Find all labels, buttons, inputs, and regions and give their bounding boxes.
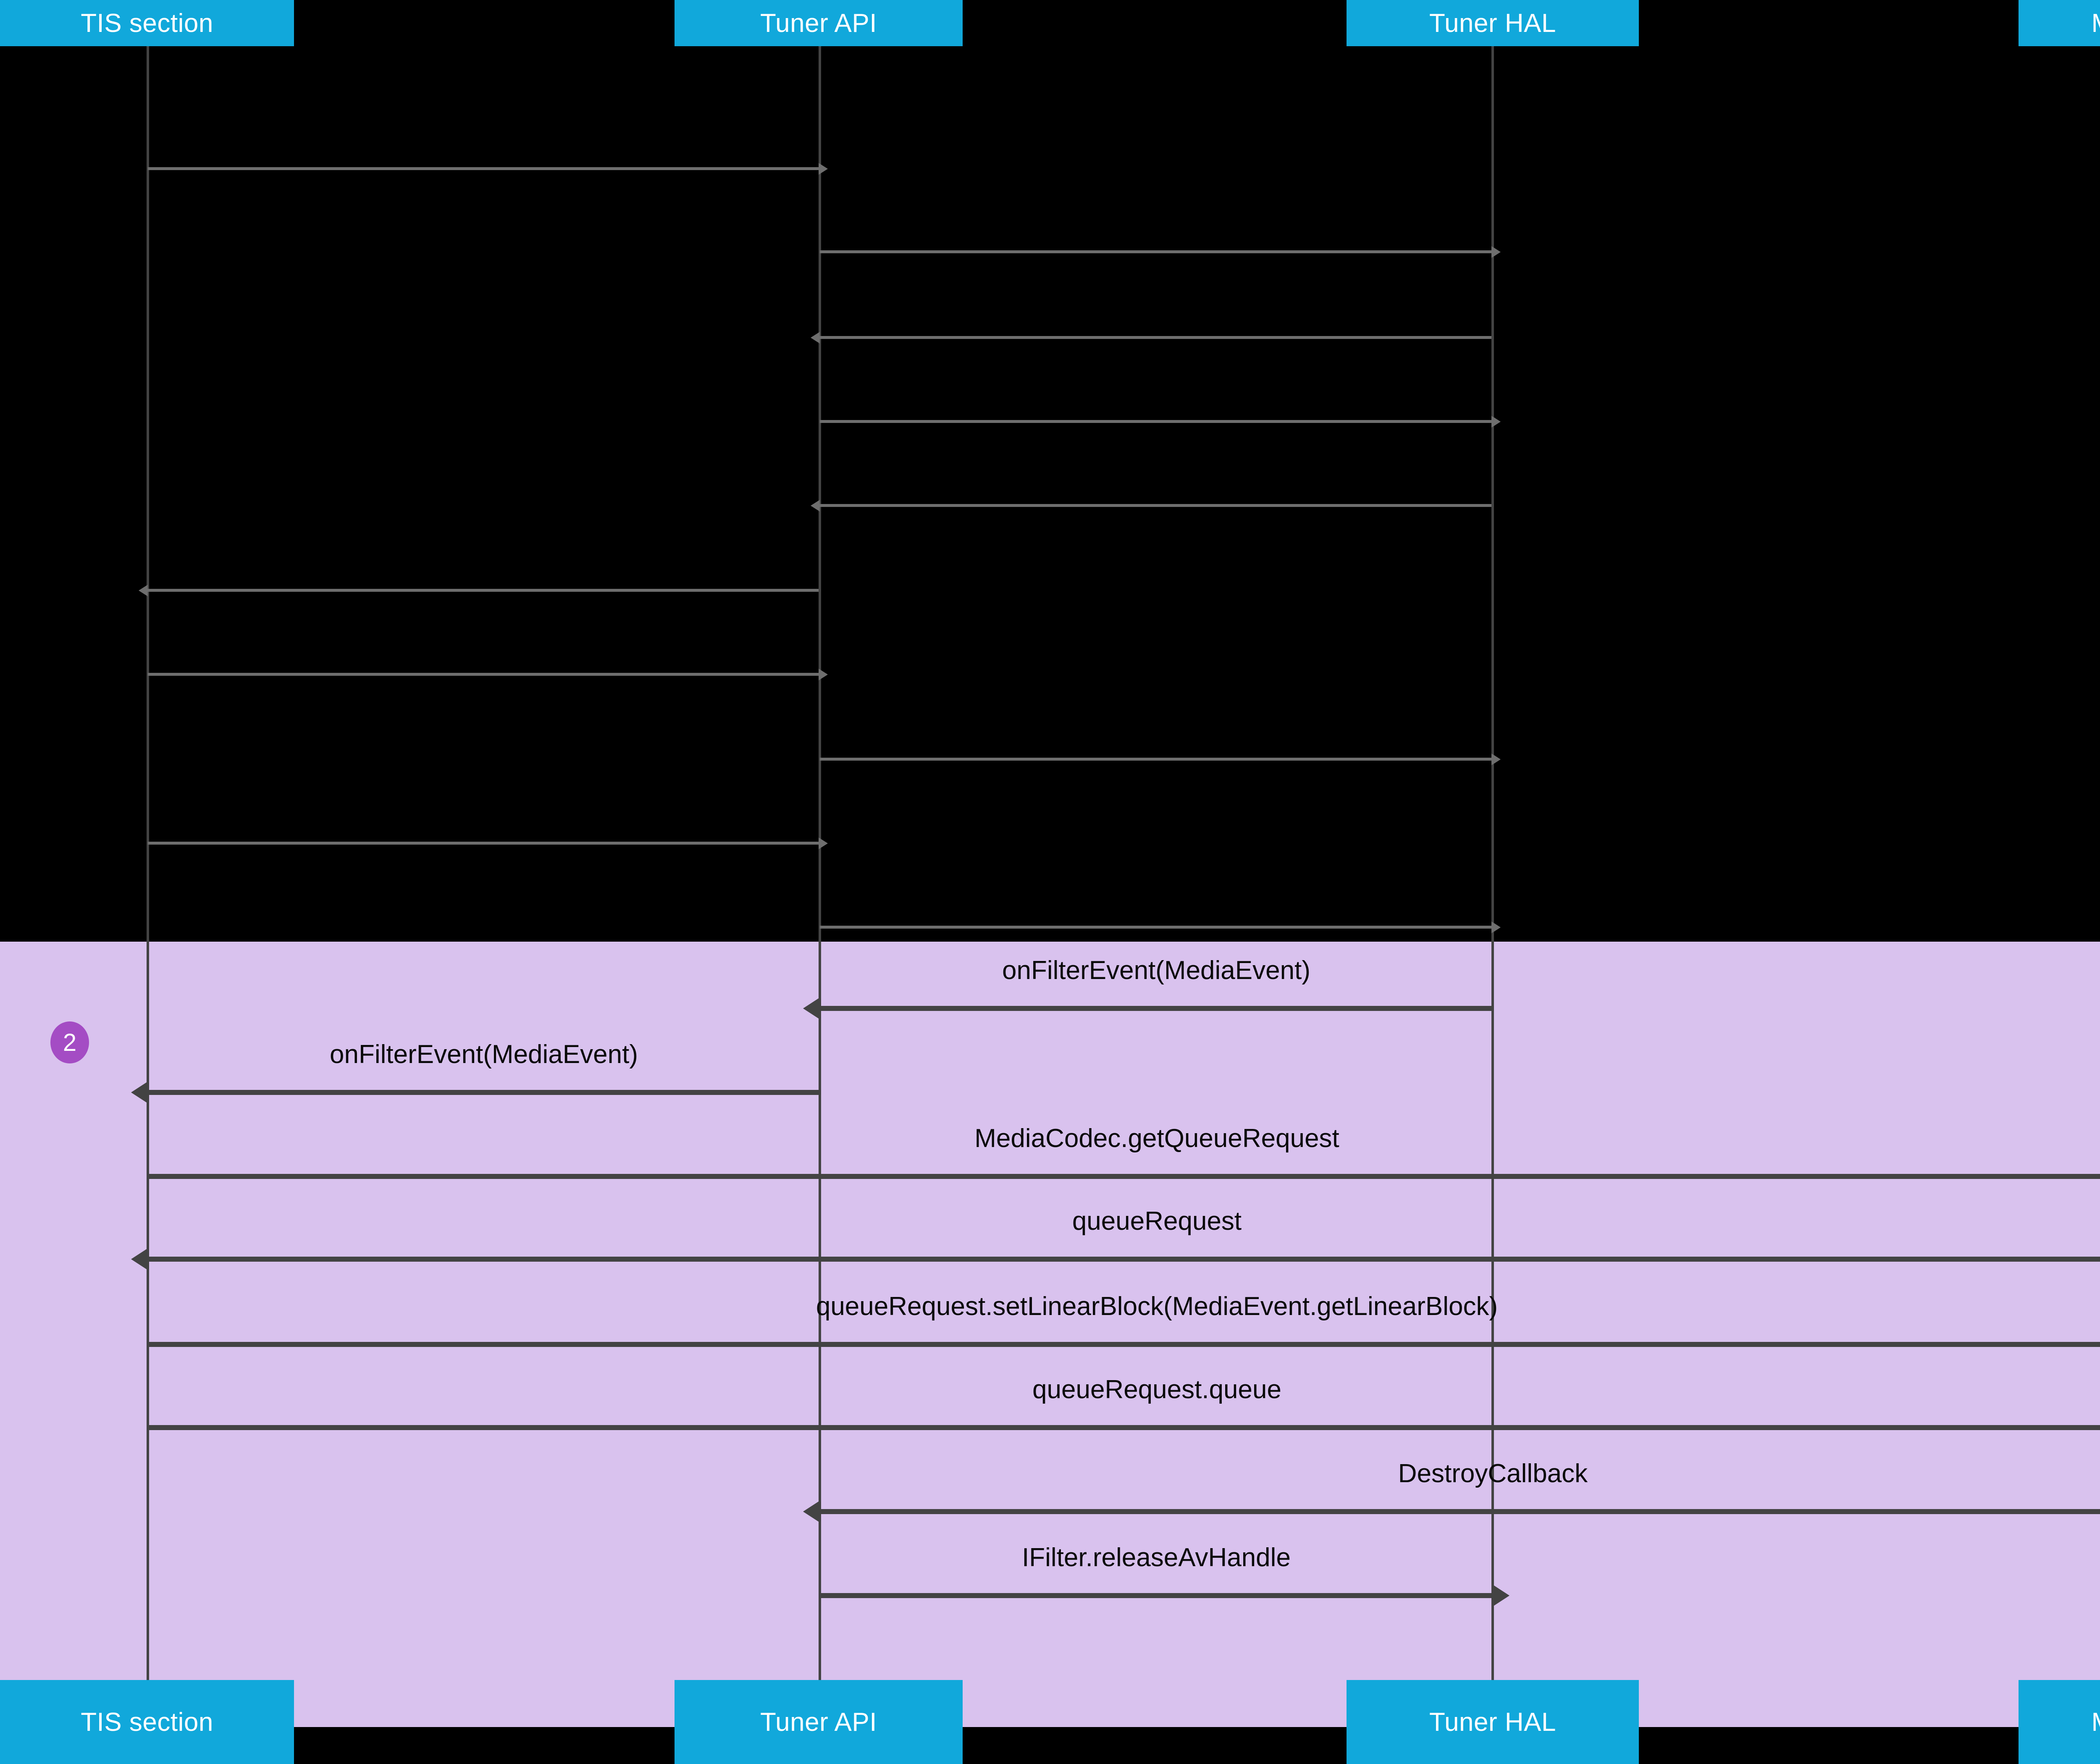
lifeline-tuner-api: [819, 24, 821, 1680]
arrowhead-left-icon: [811, 500, 820, 512]
message-line: [820, 926, 1491, 929]
actor-footer-tuner-hal-label: Tuner HAL: [1429, 1707, 1556, 1737]
message-label-m15: queueRequest.setLinearBlock(MediaEvent.g…: [816, 1292, 1498, 1321]
actor-header-tis-section[interactable]: TIS section: [0, 0, 294, 46]
message-label-m14: queueRequest: [1072, 1207, 1242, 1236]
actor-header-mediacodec-label: MediaCodec: [2091, 8, 2100, 38]
message-line: [148, 1174, 2100, 1179]
actor-footer-mediacodec[interactable]: MediaCodec: [2019, 1680, 2100, 1764]
message-line: [820, 336, 1491, 339]
arrowhead-right-icon: [1493, 1585, 1509, 1606]
message-arrow-m4[interactable]: [820, 416, 1501, 428]
message-arrow-m11[interactable]: [803, 998, 1493, 1019]
actor-header-tuner-hal-label: Tuner HAL: [1429, 8, 1556, 38]
message-line: [820, 1509, 2100, 1514]
message-arrow-m6[interactable]: [139, 585, 819, 596]
actor-header-tuner-api-label: Tuner API: [760, 8, 877, 38]
message-label-m11: onFilterEvent(MediaEvent): [1002, 956, 1310, 985]
arrowhead-left-icon: [803, 1501, 820, 1522]
actor-footer-tis-section-label: TIS section: [81, 1707, 213, 1737]
message-line: [148, 1090, 820, 1095]
message-arrow-m16[interactable]: [148, 1425, 2100, 1430]
arrowhead-right-icon: [1491, 753, 1501, 765]
lifeline-tuner-hal: [1491, 24, 1494, 1680]
message-arrow-m13[interactable]: [148, 1174, 2100, 1179]
message-arrow-m8[interactable]: [820, 753, 1501, 765]
message-line: [148, 167, 819, 170]
message-label-m16: queueRequest.queue: [1032, 1375, 1281, 1404]
actor-footer-mediacodec-label: MediaCodec: [2091, 1707, 2100, 1737]
arrowhead-right-icon: [819, 669, 828, 680]
message-line: [148, 673, 819, 676]
arrowhead-right-icon: [1491, 246, 1501, 258]
message-arrow-m18[interactable]: [820, 1585, 1509, 1606]
actor-footer-tuner-hal[interactable]: Tuner HAL: [1347, 1680, 1639, 1764]
arrowhead-right-icon: [819, 163, 828, 175]
lifeline-tis-section: [147, 46, 149, 1680]
message-line: [820, 504, 1491, 507]
message-label-m17: DestroyCallback: [1398, 1459, 1588, 1488]
message-arrow-m10[interactable]: [820, 921, 1501, 933]
actor-footer-tis-section[interactable]: TIS section: [0, 1680, 294, 1764]
message-line: [148, 1342, 2100, 1347]
arrowhead-left-icon: [139, 585, 148, 596]
message-arrow-m7[interactable]: [148, 669, 828, 680]
actor-footer-tuner-api-label: Tuner API: [760, 1707, 877, 1737]
message-line: [148, 1257, 2100, 1262]
message-arrow-m17[interactable]: [803, 1501, 2100, 1522]
message-line: [148, 842, 819, 845]
arrowhead-left-icon: [131, 1248, 148, 1270]
arrowhead-left-icon: [811, 332, 820, 344]
arrowhead-right-icon: [1491, 416, 1501, 428]
message-arrow-m14[interactable]: [131, 1248, 2100, 1270]
actor-header-mediacodec[interactable]: MediaCodec: [2019, 0, 2100, 46]
step-badge-2: 2: [50, 1021, 89, 1063]
arrowhead-right-icon: [819, 837, 828, 849]
message-line: [820, 1006, 1493, 1011]
message-label-m12: onFilterEvent(MediaEvent): [330, 1040, 638, 1069]
arrowhead-left-icon: [131, 1082, 148, 1103]
message-arrow-m9[interactable]: [148, 837, 828, 849]
message-line: [820, 1593, 1493, 1598]
actor-header-tuner-hal[interactable]: Tuner HAL: [1347, 0, 1639, 46]
actor-header-tuner-api[interactable]: Tuner API: [675, 0, 963, 46]
message-line: [820, 420, 1491, 423]
arrowhead-left-icon: [803, 998, 820, 1019]
message-label-m18: IFilter.releaseAvHandle: [1022, 1543, 1291, 1572]
actor-footer-tuner-api[interactable]: Tuner API: [675, 1680, 963, 1764]
message-arrow-m12[interactable]: [131, 1082, 820, 1103]
message-label-m13: MediaCodec.getQueueRequest: [974, 1124, 1339, 1153]
message-arrow-m15[interactable]: [148, 1342, 2100, 1347]
step-badge-number: 2: [63, 1029, 77, 1056]
message-line: [820, 758, 1491, 761]
message-arrow-m5[interactable]: [811, 500, 1491, 512]
message-line: [820, 250, 1491, 253]
message-line: [148, 589, 819, 592]
message-arrow-m2[interactable]: [820, 246, 1501, 258]
arrowhead-right-icon: [1491, 921, 1501, 933]
message-line: [148, 1425, 2100, 1430]
actor-header-tis-section-label: TIS section: [81, 8, 213, 38]
message-arrow-m3[interactable]: [811, 332, 1491, 344]
message-arrow-m1[interactable]: [148, 163, 828, 175]
